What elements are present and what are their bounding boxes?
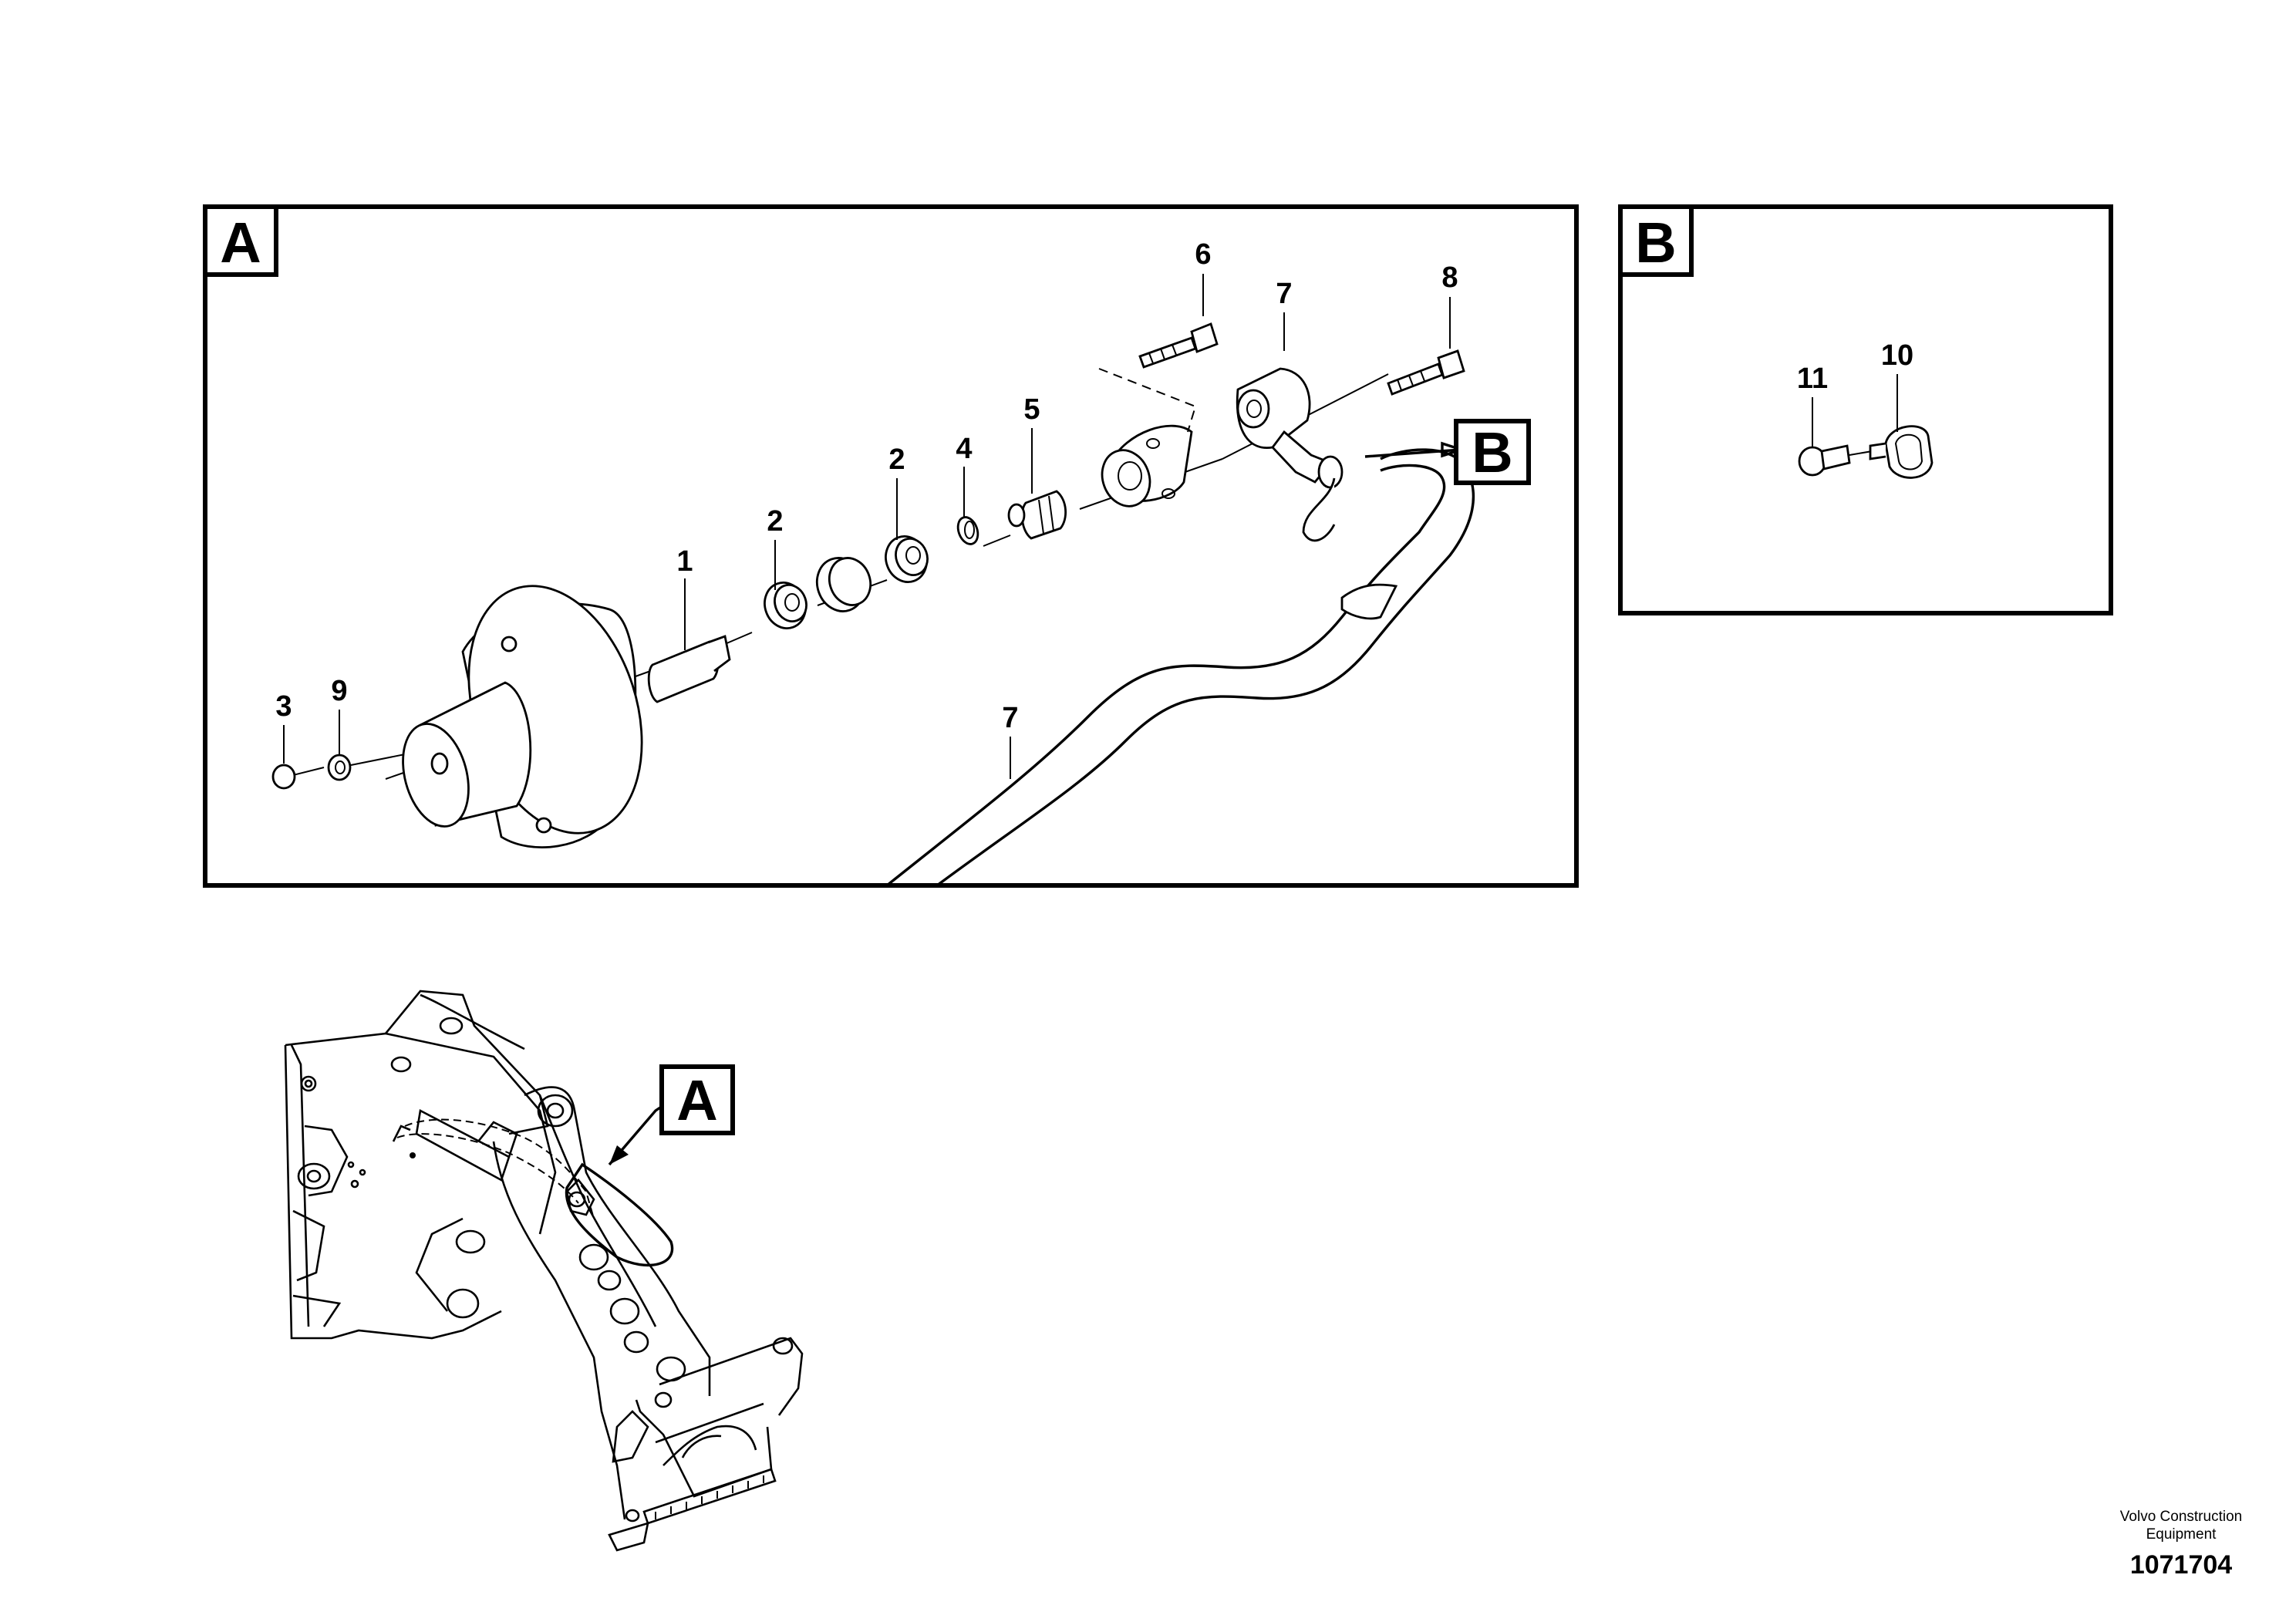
document-number: 1071704 [2130, 1550, 2232, 1580]
part-number-2-left: 2 [767, 505, 783, 538]
part-2-bearing-left [764, 540, 807, 629]
part-6-screw [1138, 274, 1219, 369]
part-number-6: 6 [1195, 238, 1211, 271]
part-number-7-cable: 7 [1002, 702, 1018, 734]
part-number-3: 3 [275, 690, 292, 723]
hub-housing [402, 585, 643, 848]
part-10-clamp [1869, 374, 1934, 479]
callout-b-text: B [1472, 420, 1512, 484]
part-number-11: 11 [1797, 363, 1828, 395]
part-7-speed-sensor [1236, 312, 1344, 489]
view-a-label: A [220, 211, 261, 275]
part-9-washer [327, 710, 352, 781]
part-number-9: 9 [331, 675, 347, 707]
spacer-ring [815, 557, 872, 612]
part-number-5: 5 [1023, 393, 1040, 426]
part-5-sleeve [1007, 428, 1067, 540]
manufacturer-line-1: Volvo Construction [2120, 1509, 2242, 1525]
part-3-nut [271, 725, 296, 790]
part-number-4: 4 [956, 433, 972, 465]
view-b-label: B [1635, 211, 1676, 275]
callout-a-reference: A [608, 1064, 735, 1166]
sensor-housing [1101, 424, 1193, 508]
part-number-7-sensor: 7 [1276, 278, 1292, 310]
view-b-panel: B [1618, 204, 2113, 615]
view-a-panel: A [203, 204, 1579, 888]
part-4-snap-ring [956, 467, 979, 545]
part-8-screw [1387, 297, 1465, 396]
loader-arm-overview [284, 990, 804, 1552]
part-1-shaft-pin [647, 578, 731, 703]
part-7-cable [885, 448, 1475, 887]
part-number-10: 10 [1881, 339, 1913, 372]
part-11-bolt [1798, 397, 1886, 477]
callout-a-text: A [676, 1068, 717, 1132]
manufacturer-line-2: Equipment [2146, 1526, 2217, 1543]
part-number-2-right: 2 [888, 443, 905, 476]
part-number-8: 8 [1441, 261, 1458, 294]
part-number-1: 1 [676, 545, 693, 578]
part-2-bearing-right [885, 478, 929, 583]
callout-b-reference: B [1364, 419, 1531, 485]
